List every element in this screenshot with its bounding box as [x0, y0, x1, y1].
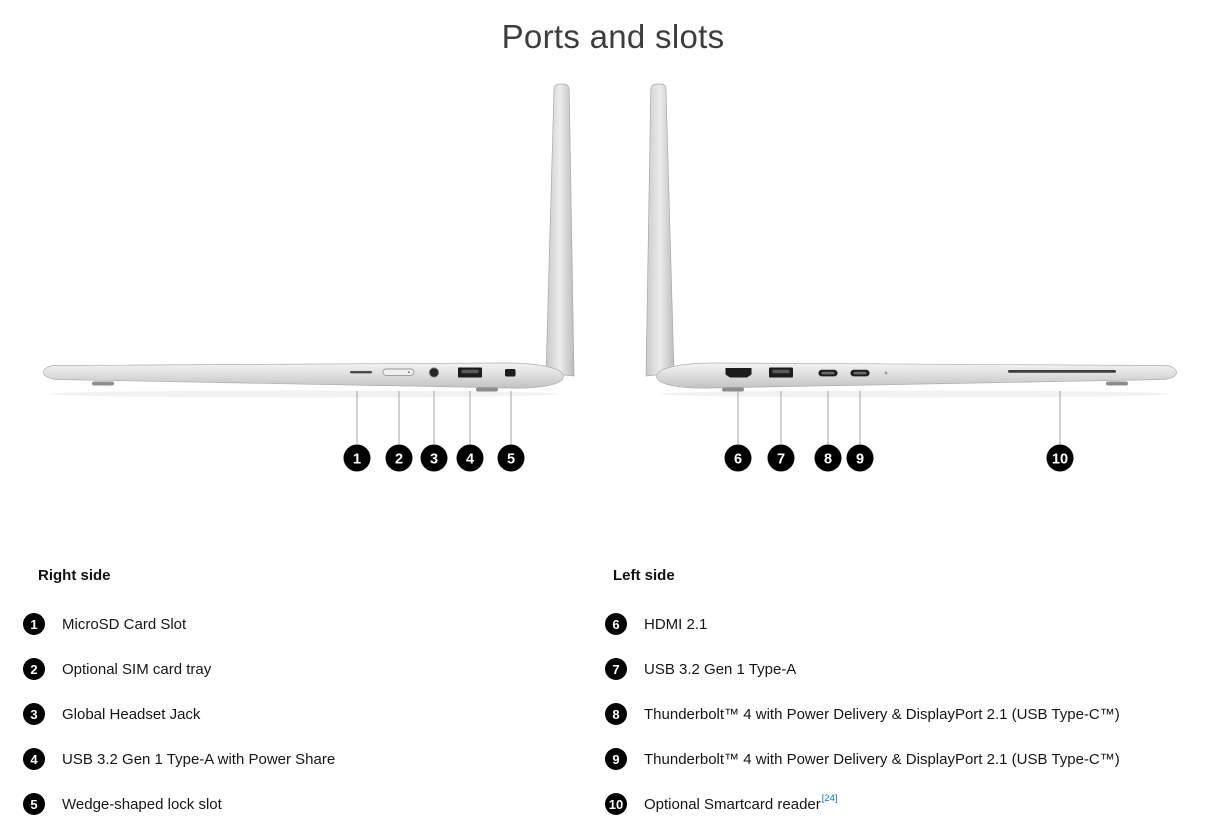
- laptop-shadow: [660, 390, 1170, 398]
- rubber-foot: [92, 381, 114, 386]
- legend-item-2: 2 Optional SIM card tray: [23, 658, 583, 680]
- legend-item-7: 7 USB 3.2 Gen 1 Type-A: [605, 658, 1215, 680]
- legend-item-5: 5 Wedge-shaped lock slot: [23, 793, 583, 815]
- legend-item-8: 8 Thunderbolt™ 4 with Power Delivery & D…: [605, 703, 1215, 725]
- port-lock-slot: [505, 369, 516, 377]
- port-usb-a: [458, 367, 482, 378]
- port-sim-tray: [382, 368, 415, 376]
- legend-right-side: Right side 1 MicroSD Card Slot 2 Optiona…: [23, 567, 583, 837]
- port-usb-c-1: [818, 369, 838, 377]
- port-headset-jack: [428, 367, 440, 378]
- svg-text:5: 5: [507, 452, 515, 468]
- legend-item-number: 4: [23, 748, 45, 770]
- legend-item-number: 9: [605, 748, 627, 770]
- legend-left-side: Left side 6 HDMI 2.1 7 USB 3.2 Gen 1 Typ…: [605, 567, 1215, 837]
- rubber-foot: [722, 387, 744, 392]
- svg-text:1: 1: [353, 452, 361, 468]
- page-title: Ports and slots: [501, 18, 725, 55]
- legend-item-number: 7: [605, 658, 627, 680]
- legend-item-number: 1: [23, 613, 45, 635]
- legend-item-4: 4 USB 3.2 Gen 1 Type-A with Power Share: [23, 748, 583, 770]
- port-usb-c-2: [850, 369, 870, 377]
- legend-item-9: 9 Thunderbolt™ 4 with Power Delivery & D…: [605, 748, 1215, 770]
- port-smartcard-slot: [1008, 370, 1116, 373]
- callout-3: 3: [420, 444, 448, 472]
- legend-item-label: Optional SIM card tray: [62, 660, 212, 678]
- legend-item-label: Thunderbolt™ 4 with Power Delivery & Dis…: [644, 750, 1120, 768]
- port-microsd-slot: [350, 371, 372, 374]
- laptop-left-side-diagram: 6 7 8 9 10: [645, 83, 1177, 472]
- legend-item-number: 6: [605, 613, 627, 635]
- port-hdmi: [725, 368, 752, 378]
- laptop-shadow: [50, 390, 560, 398]
- legend-item-label: Global Headset Jack: [62, 705, 201, 723]
- legend-item-label: MicroSD Card Slot: [62, 615, 187, 633]
- legend-item-label: Thunderbolt™ 4 with Power Delivery & Dis…: [644, 705, 1120, 723]
- legend-item-3: 3 Global Headset Jack: [23, 703, 583, 725]
- callout-1: 1: [343, 444, 371, 472]
- legend-item-6: 6 HDMI 2.1: [605, 613, 1215, 635]
- svg-text:6: 6: [734, 452, 742, 468]
- callout-7: 7: [767, 444, 795, 472]
- legend-item-1: 1 MicroSD Card Slot: [23, 613, 583, 635]
- legend-heading-left-side: Left side: [613, 567, 675, 584]
- laptop-base: [43, 362, 564, 389]
- svg-text:3: 3: [430, 452, 438, 468]
- callout-9: 9: [846, 444, 874, 472]
- rubber-foot: [1106, 381, 1128, 386]
- svg-text:9: 9: [856, 452, 864, 468]
- laptop-right-side-diagram: 1 2 3 4 5: [43, 83, 575, 472]
- callout-10: 10: [1046, 444, 1074, 472]
- callout-6: 6: [724, 444, 752, 472]
- legend-item-label: Optional Smartcard reader: [644, 795, 821, 813]
- rubber-foot: [476, 387, 498, 392]
- legend-item-label: USB 3.2 Gen 1 Type-A: [644, 660, 797, 678]
- legend-item-number: 3: [23, 703, 45, 725]
- callout-8: 8: [814, 444, 842, 472]
- legend-item-number: 2: [23, 658, 45, 680]
- legend-item-number: 8: [605, 703, 627, 725]
- svg-text:2: 2: [395, 452, 403, 468]
- callout-4: 4: [456, 444, 484, 472]
- svg-text:10: 10: [1052, 452, 1068, 468]
- laptop-lid: [545, 83, 575, 377]
- svg-text:8: 8: [824, 452, 832, 468]
- legend-item-number: 5: [23, 793, 45, 815]
- legend-item-label: Wedge-shaped lock slot: [62, 795, 222, 813]
- port-usb-a: [769, 367, 793, 378]
- legend-item-label: USB 3.2 Gen 1 Type-A with Power Share: [62, 750, 336, 768]
- legend-heading-right-side: Right side: [38, 567, 111, 584]
- laptop-lid: [645, 83, 675, 377]
- legend-item-label: HDMI 2.1: [644, 615, 708, 633]
- legend-item-number: 10: [605, 793, 627, 815]
- legend-item-10: 10 Optional Smartcard reader[24]: [605, 793, 1215, 815]
- callout-5: 5: [497, 444, 525, 472]
- callout-2: 2: [385, 444, 413, 472]
- smartcard-footnote-link[interactable]: [24]: [821, 792, 838, 804]
- svg-text:7: 7: [777, 452, 785, 468]
- svg-text:4: 4: [466, 452, 474, 468]
- status-led: [884, 371, 888, 375]
